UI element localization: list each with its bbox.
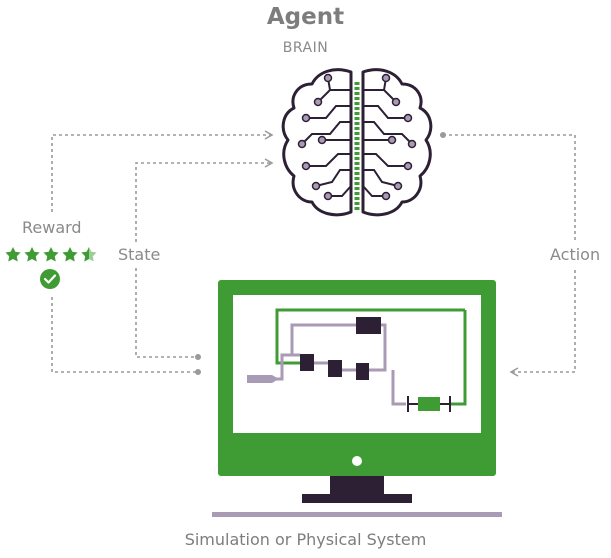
control-diagram — [247, 308, 467, 412]
state-connector-top — [135, 158, 274, 242]
input-signal — [247, 375, 279, 383]
brain-icon — [281, 68, 433, 217]
output-block — [418, 397, 440, 411]
block-3 — [356, 363, 369, 380]
rating-stars — [5, 247, 97, 262]
half-star-icon — [81, 247, 97, 262]
state-label: State — [118, 245, 161, 264]
action-label: Action — [550, 245, 601, 264]
agent-title: Agent — [266, 4, 345, 30]
state-connector-bottom — [135, 268, 196, 358]
reward-connector-top — [51, 130, 274, 212]
reward-label: Reward — [22, 218, 82, 237]
feedback-block — [356, 317, 381, 334]
star-icon — [43, 247, 59, 262]
system-baseline — [212, 512, 502, 517]
block-2 — [328, 360, 342, 377]
action-source-dot — [440, 132, 446, 138]
monitor-icon — [212, 280, 502, 517]
block-1 — [300, 354, 314, 371]
reward-source-dot — [195, 369, 201, 375]
power-button — [352, 456, 362, 466]
brain-subtitle: BRAIN — [282, 40, 329, 56]
star-icon — [5, 247, 21, 262]
action-connector-top — [443, 134, 576, 240]
state-source-dot — [195, 354, 201, 360]
star-icon — [24, 247, 40, 262]
monitor-base — [302, 494, 412, 503]
monitor-neck — [330, 476, 384, 494]
star-icon — [62, 247, 78, 262]
check-icon — [40, 269, 60, 289]
system-caption: Simulation or Physical System — [184, 530, 427, 549]
action-connector-bottom — [509, 270, 576, 377]
reward-connector-bottom — [51, 297, 196, 373]
